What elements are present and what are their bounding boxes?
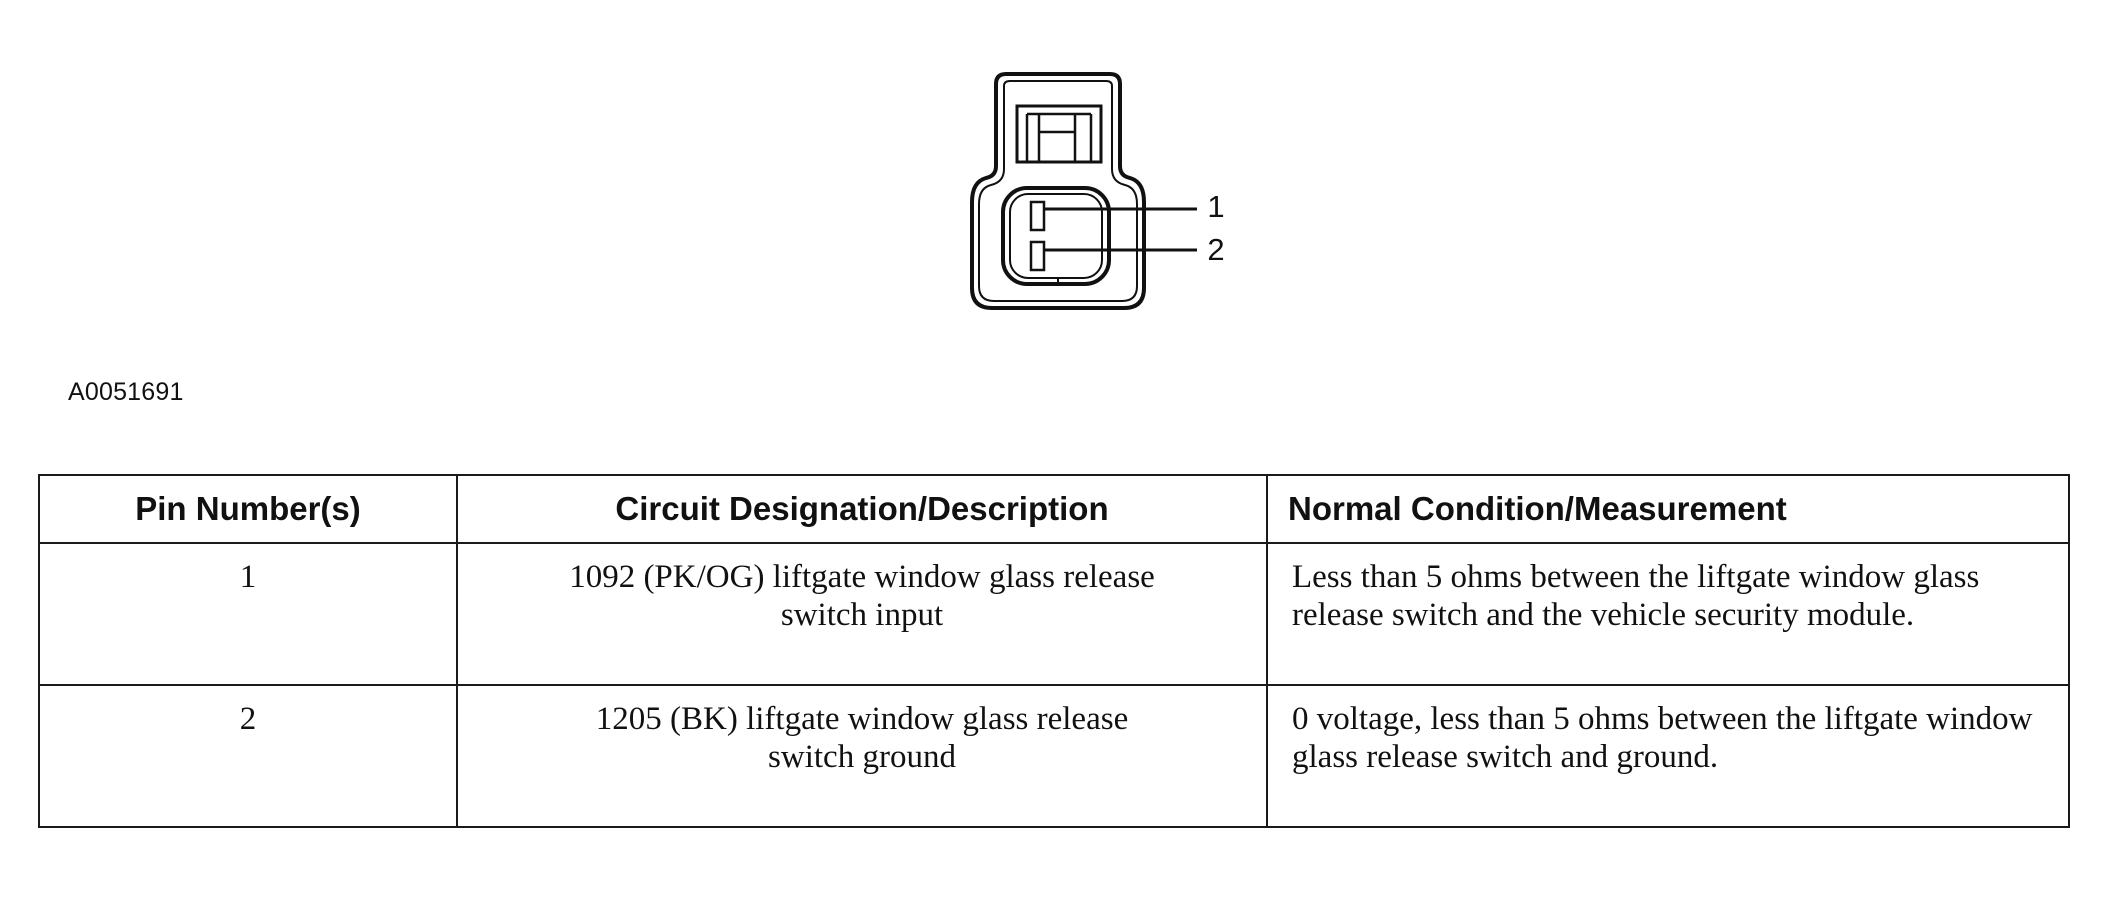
terminal-pin-1 — [1029, 200, 1046, 232]
pin-table: Pin Number(s) Circuit Designation/Descri… — [38, 474, 2070, 828]
figure-id: A0051691 — [68, 378, 184, 406]
table-row: 2 1205 (BK) liftgate window glass releas… — [38, 684, 2070, 828]
header-condition: Normal Condition/Measurement — [1266, 474, 2070, 544]
circuit-text: 1092 (PK/OG) liftgate window glass relea… — [569, 559, 1155, 633]
pin-label-2: 2 — [1207, 232, 1224, 267]
pin-label-1: 1 — [1207, 189, 1224, 224]
connector-figure: 1 2 — [0, 0, 2105, 330]
table-header-row: Pin Number(s) Circuit Designation/Descri… — [38, 474, 2070, 544]
header-circuit: Circuit Designation/Description — [456, 474, 1268, 544]
pin-cell: 1 — [38, 542, 458, 686]
table-row: 1 1092 (PK/OG) liftgate window glass rel… — [38, 542, 2070, 686]
pin-cavity — [1001, 186, 1111, 286]
circuit-text: 1205 (BK) liftgate window glass release … — [595, 701, 1129, 775]
header-pin-numbers: Pin Number(s) — [38, 474, 458, 544]
connector-housing-inner — [978, 80, 1138, 302]
pin-cavity-inner — [1009, 193, 1103, 279]
pin-cell: 2 — [38, 684, 458, 828]
terminal-pin-2 — [1029, 240, 1046, 272]
condition-cell: Less than 5 ohms between the liftgate wi… — [1266, 542, 2070, 686]
locking-tab-detail — [1025, 112, 1093, 162]
locking-tab — [1015, 104, 1103, 164]
circuit-cell: 1092 (PK/OG) liftgate window glass relea… — [456, 542, 1268, 686]
circuit-cell: 1205 (BK) liftgate window glass release … — [456, 684, 1268, 828]
condition-cell: 0 voltage, less than 5 ohms between the … — [1266, 684, 2070, 828]
connector-face-diagram: 1 2 — [970, 72, 1225, 310]
connector-housing-outer — [970, 72, 1146, 310]
